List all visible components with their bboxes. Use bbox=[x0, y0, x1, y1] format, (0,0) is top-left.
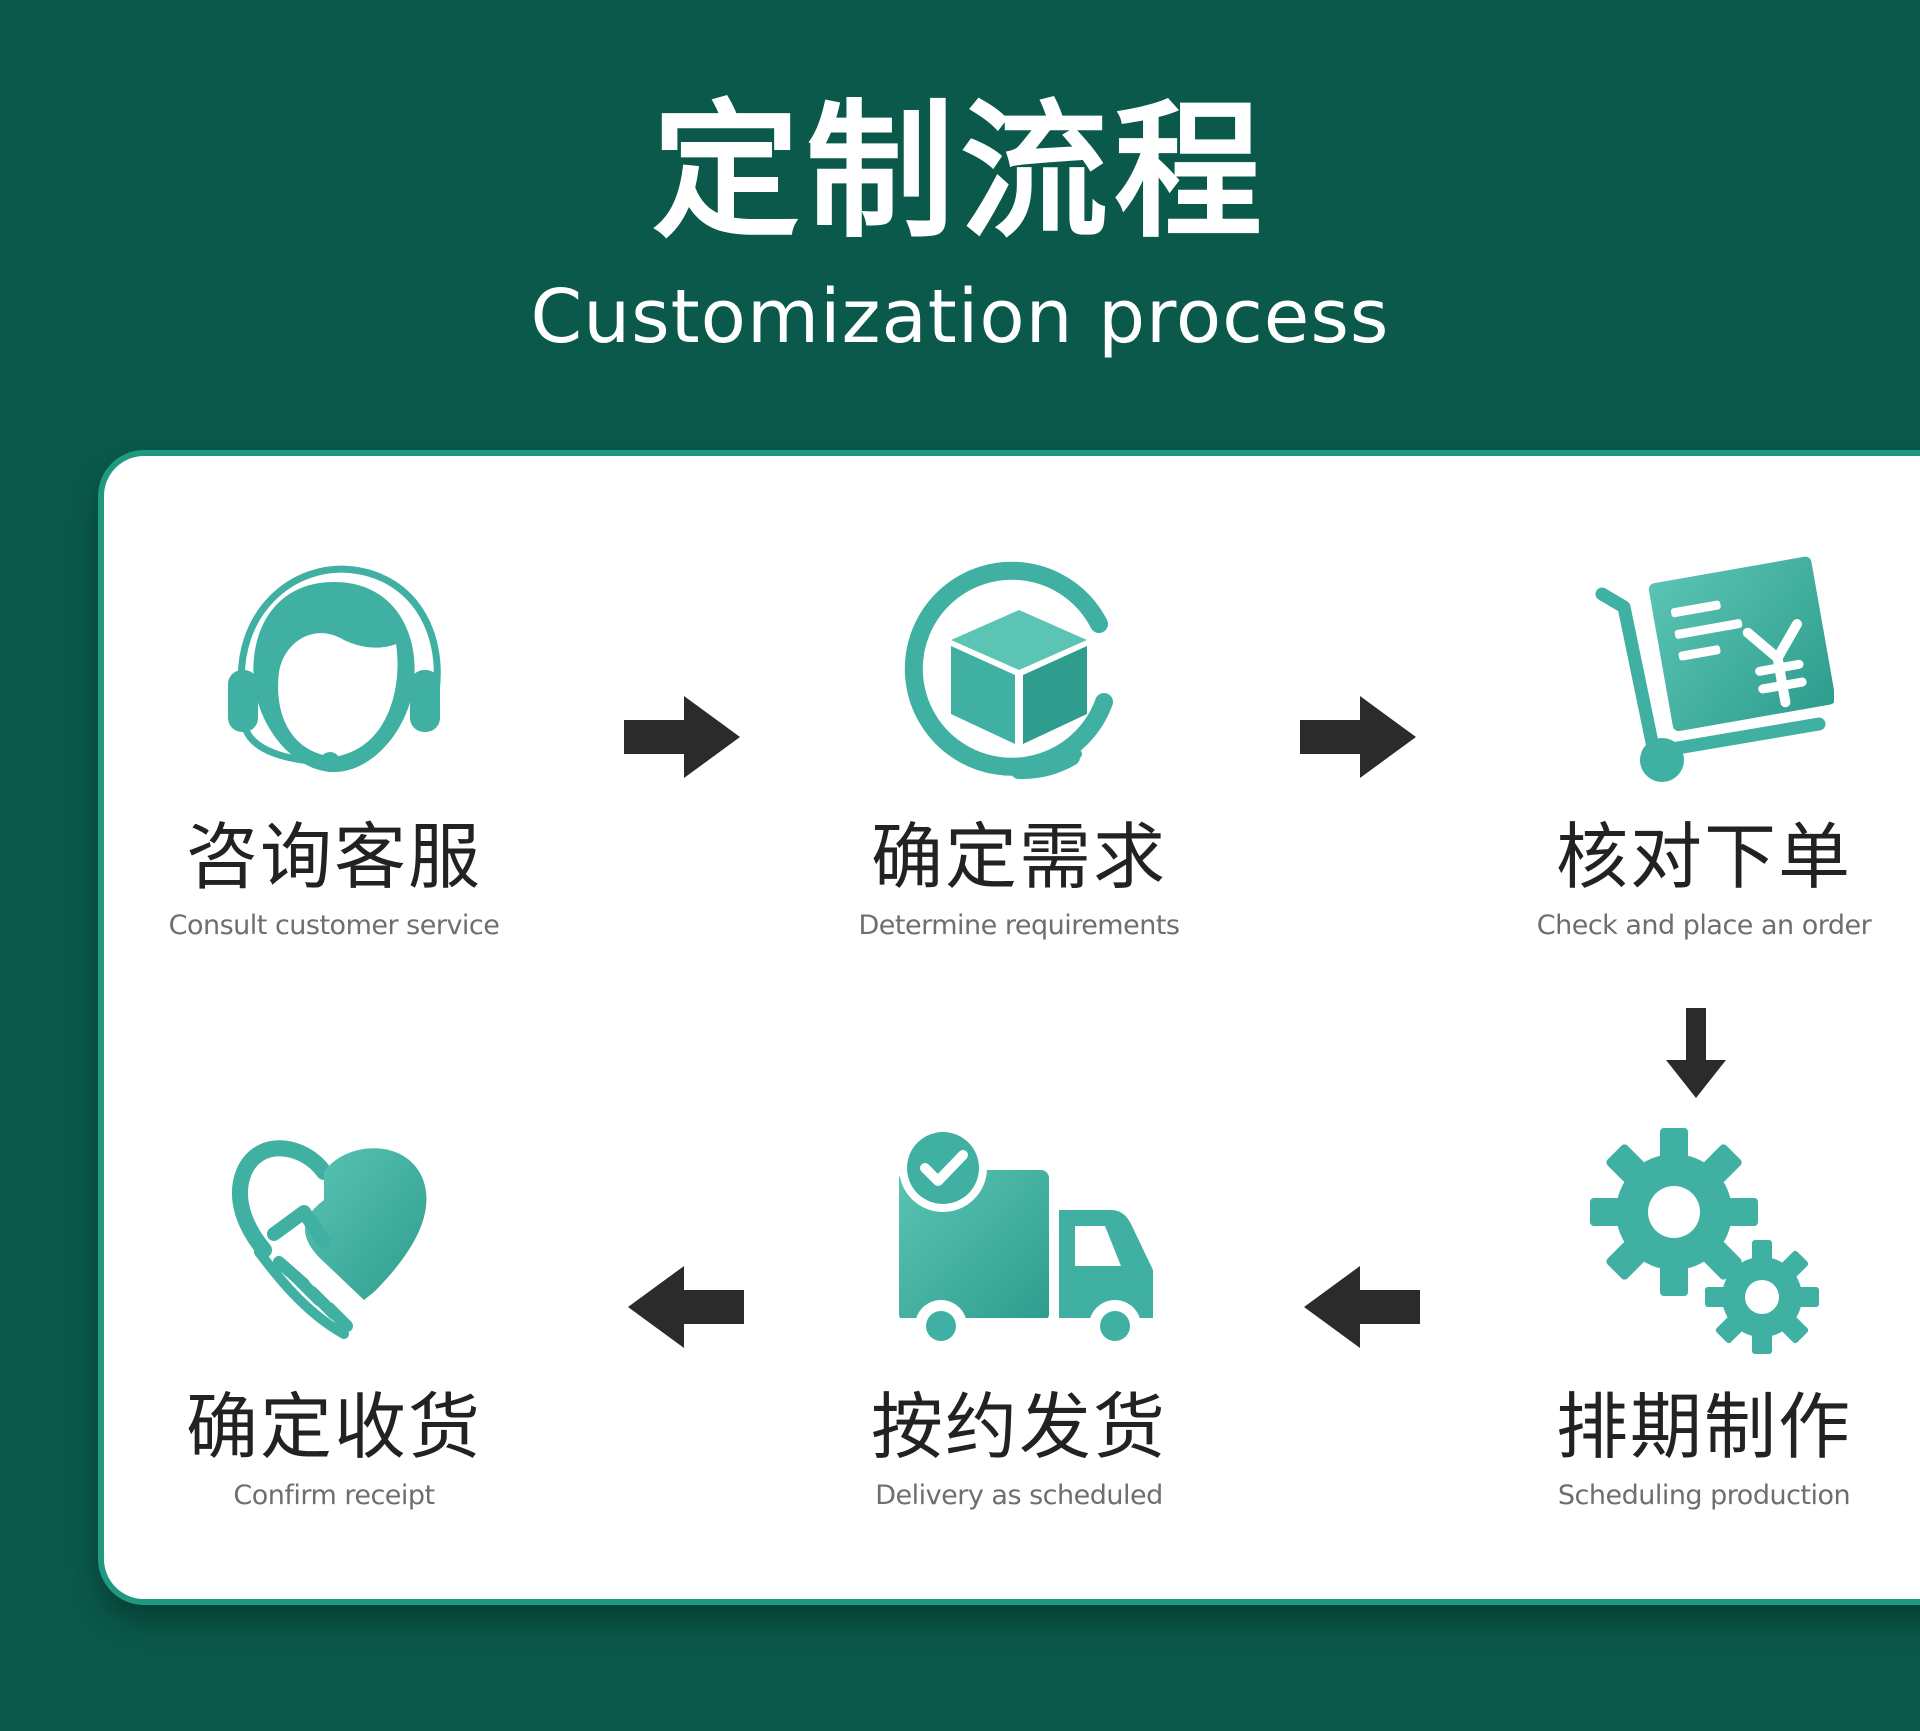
step-order: 核对下单 Check and place an order bbox=[1484, 552, 1920, 944]
page-title: 定制流程 bbox=[652, 86, 1268, 258]
arrow-right-icon bbox=[624, 696, 740, 778]
process-card: 咨询客服 Consult customer service 确定需求 Deter… bbox=[98, 450, 1920, 1605]
step-label-en: Consult customer service bbox=[168, 910, 500, 941]
step-label-cn: 核对下单 bbox=[1555, 815, 1852, 899]
step-label-cn: 确定需求 bbox=[870, 815, 1167, 899]
delivery-truck-icon bbox=[889, 1124, 1157, 1352]
step-label-cn: 咨询客服 bbox=[185, 815, 482, 899]
step-receipt: 确定收货 Confirm receipt bbox=[114, 1122, 554, 1514]
step-production: 排期制作 Scheduling production bbox=[1484, 1122, 1920, 1514]
step-label-cn: 确定收货 bbox=[185, 1385, 482, 1469]
step-label-en: Scheduling production bbox=[1557, 1480, 1851, 1511]
step-label-cn: 按约发货 bbox=[870, 1385, 1167, 1469]
step-label-cn: 排期制作 bbox=[1555, 1385, 1852, 1469]
step-delivery: 按约发货 Delivery as scheduled bbox=[799, 1122, 1239, 1514]
package-cube-icon bbox=[904, 561, 1113, 780]
page-subtitle: Customization process bbox=[530, 274, 1390, 360]
step-label-en: Check and place an order bbox=[1536, 910, 1872, 941]
step-consult: 咨询客服 Consult customer service bbox=[114, 552, 554, 944]
header: 定制流程 Customization process bbox=[0, 0, 1920, 420]
arrow-left-icon bbox=[1304, 1266, 1420, 1348]
customer-service-headset-icon bbox=[228, 565, 441, 772]
arrow-left-icon bbox=[628, 1266, 744, 1348]
step-label-en: Delivery as scheduled bbox=[875, 1480, 1163, 1511]
step-determine: 确定需求 Determine requirements bbox=[799, 552, 1239, 944]
arrow-right-icon bbox=[1300, 696, 1416, 778]
gears-icon bbox=[1590, 1128, 1819, 1354]
step-label-en: Confirm receipt bbox=[233, 1480, 435, 1511]
step-label-en: Determine requirements bbox=[858, 910, 1180, 941]
handshake-heart-icon bbox=[232, 1140, 427, 1339]
arrow-down-icon bbox=[1666, 1008, 1726, 1098]
order-cart-yen-icon bbox=[1595, 556, 1834, 782]
